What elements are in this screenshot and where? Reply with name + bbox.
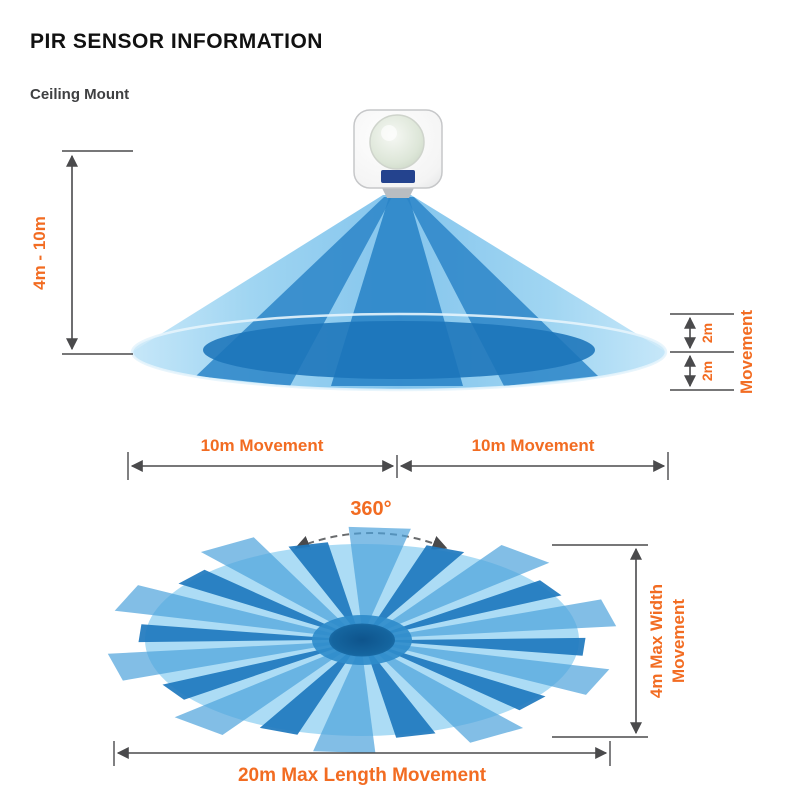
detection-ray (114, 585, 347, 638)
left-span-label: 10m Movement (201, 436, 324, 455)
coverage-starburst (107, 526, 617, 754)
detection-ray (200, 537, 354, 634)
detection-ray (372, 545, 550, 635)
detection-ray (378, 599, 617, 639)
height-dimension: 4m - 10m (30, 150, 133, 355)
width-dimension: 4m Max Width Movement (552, 544, 688, 738)
detection-ray (259, 647, 357, 735)
depth-dimension: 2m 2m Movement (670, 310, 756, 394)
page-subtitle: Ceiling Mount (30, 86, 130, 103)
inner-ellipse (203, 321, 595, 379)
detection-ray (162, 643, 348, 700)
length-label: 20m Max Length Movement (238, 765, 487, 786)
width-label-line1: 4m Max Width (647, 584, 666, 698)
depth-axis-label: Movement (737, 310, 756, 394)
height-dimension-label: 4m - 10m (30, 216, 49, 290)
sensor-lens-highlight (381, 125, 397, 141)
detection-ray (365, 647, 436, 738)
sensor-device (353, 109, 443, 198)
detection-ray (107, 641, 346, 681)
detection-ray (178, 569, 350, 636)
detection-ray (379, 637, 586, 656)
detection-ray (377, 642, 610, 695)
detection-ray (138, 624, 345, 643)
span-dimension: 10m Movement 10m Movement (127, 436, 669, 480)
right-span-label: 10m Movement (472, 436, 595, 455)
detection-rays (107, 526, 617, 754)
detection-cone (130, 195, 668, 392)
rotation-label: 360° (350, 498, 391, 520)
length-dimension: 20m Max Length Movement (113, 741, 611, 786)
detection-ray (348, 526, 411, 633)
detection-ray (313, 647, 376, 754)
depth-upper-label: 2m (699, 323, 715, 343)
detection-ray (374, 644, 546, 711)
width-label-line2: Movement (669, 599, 688, 683)
detection-ray (288, 542, 359, 633)
detection-ray (367, 545, 465, 633)
detection-ray (376, 580, 562, 637)
cone-rim (130, 312, 668, 392)
depth-lower-label: 2m (699, 361, 715, 381)
top-view-diagram: 360° 4m Max Width Movement (107, 498, 688, 786)
sensor-logo (381, 170, 415, 183)
sensor-stem (381, 186, 415, 198)
detection-ray (370, 646, 524, 743)
page-title: PIR SENSOR INFORMATION (30, 30, 323, 53)
detection-ray (174, 645, 352, 735)
side-view-diagram: 4m - 10m 2m 2m Movement 10m Moveme (30, 109, 756, 480)
hub-core (329, 623, 395, 657)
sensor-lens (369, 114, 425, 170)
